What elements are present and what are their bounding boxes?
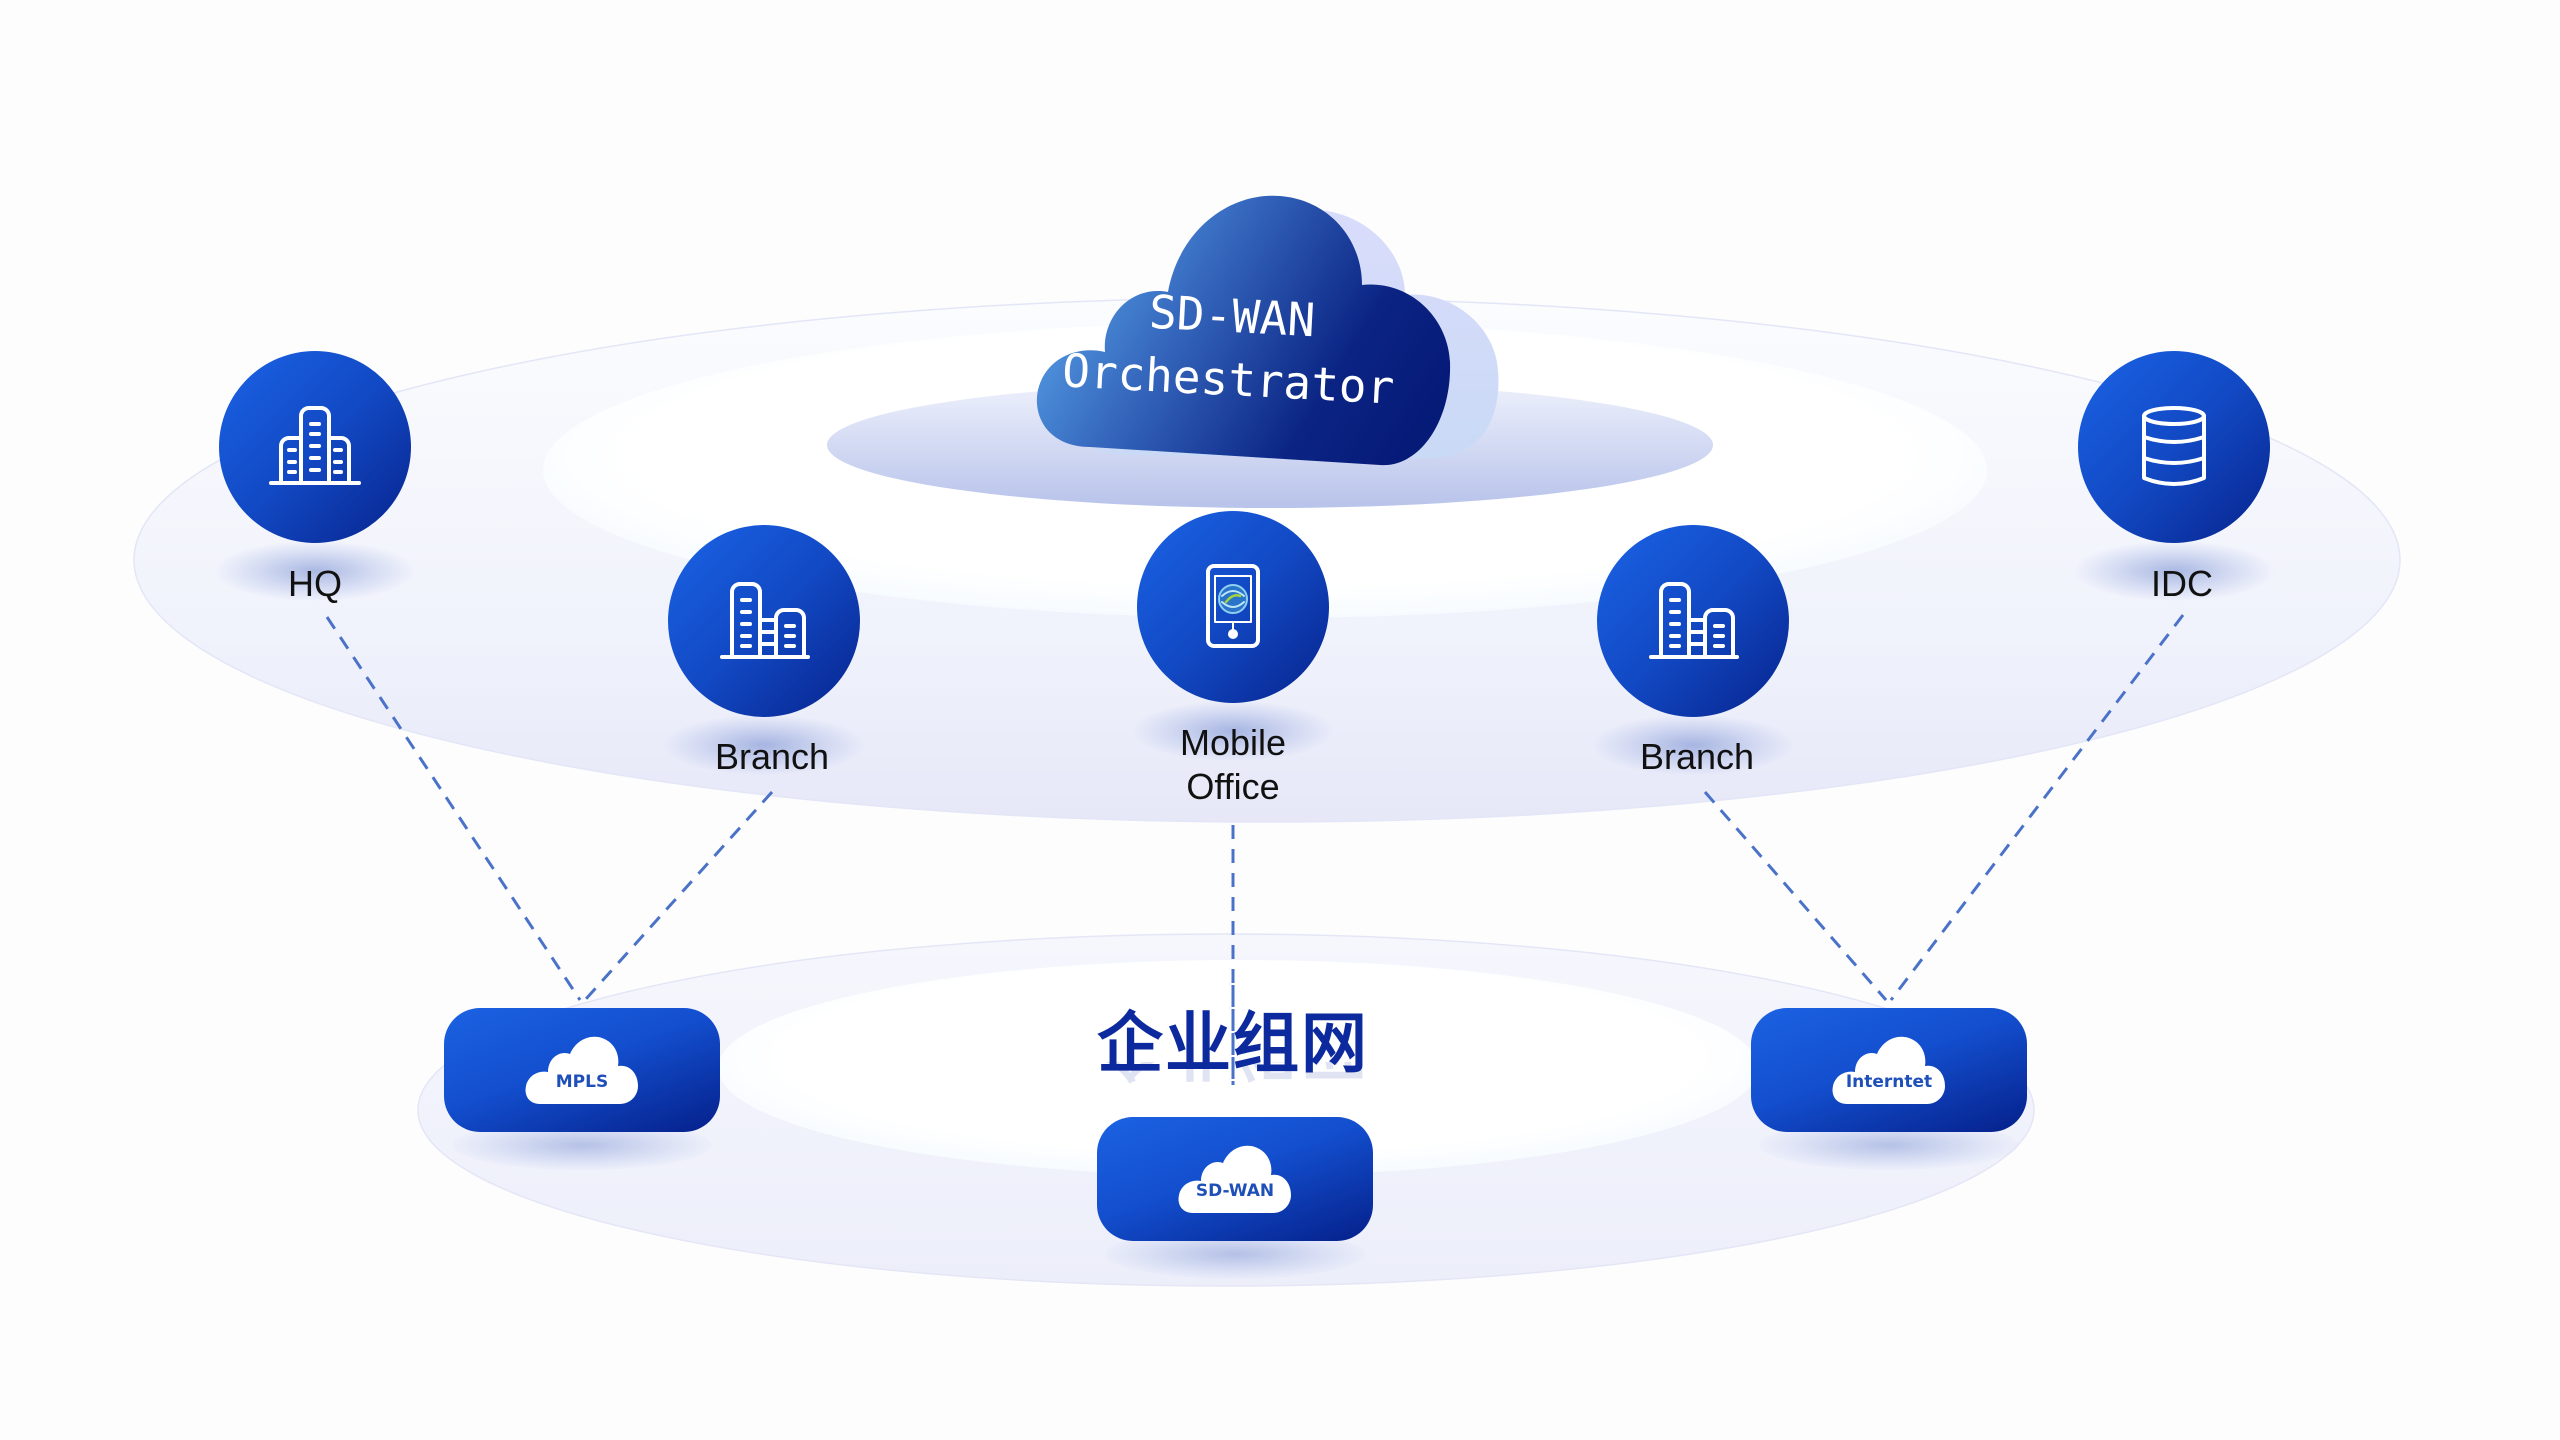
branch-1-shadow [664, 715, 864, 775]
sd-wan-label: SD-WAN [1195, 1181, 1275, 1201]
mobile-office-node[interactable] [1137, 511, 1329, 703]
mobile-phone-icon [1206, 564, 1260, 648]
mpls-node[interactable]: MPLS [444, 1008, 720, 1132]
cloud-icon: Interntet [1831, 1034, 1947, 1106]
hq-shadow [215, 541, 415, 601]
idc-label: IDC [2151, 563, 2213, 604]
office-tower-icon [269, 406, 361, 485]
sd-wan-node[interactable]: SD-WAN [1097, 1117, 1373, 1241]
link-branch2-internet [1703, 791, 1888, 1001]
buildings-icon [1649, 582, 1739, 659]
lower-ring-inner [718, 960, 1758, 1176]
hq-node[interactable] [219, 351, 411, 543]
branch-2-node[interactable] [1597, 525, 1789, 717]
mobile-sdwan-link-overlay [1231, 985, 1235, 1085]
buildings-icon [720, 582, 810, 659]
mobile-office-label: Mobile Office [1083, 721, 1383, 809]
branch-1-label: Branch [714, 736, 830, 777]
cloud-icon: MPLS [524, 1034, 640, 1106]
idc-shadow [2074, 541, 2274, 601]
mobile-office-label-line2: Office [1186, 766, 1280, 807]
mobile-office-label-line1: Mobile [1179, 722, 1287, 763]
orchestrator-cloud-icon [1036, 195, 1499, 466]
idc-node[interactable] [2078, 351, 2270, 543]
mpls-label: MPLS [555, 1072, 609, 1092]
orchestrator-title-line1: SD-WAN [1148, 285, 1317, 348]
link-hq-mpls [325, 616, 582, 1001]
cloud-icon: SD-WAN [1177, 1143, 1293, 1215]
mobile-office-shadow [1133, 701, 1333, 761]
internet-node[interactable]: Interntet [1751, 1008, 2027, 1132]
branch-2-label: Branch [1639, 736, 1755, 777]
hq-label: HQ [288, 563, 342, 604]
database-icon [2142, 406, 2206, 486]
internet-label: Interntet [1845, 1072, 1933, 1092]
link-idc-internet [1889, 614, 2185, 1001]
branch-2-shadow [1593, 715, 1793, 775]
branch-1-node[interactable] [668, 525, 860, 717]
